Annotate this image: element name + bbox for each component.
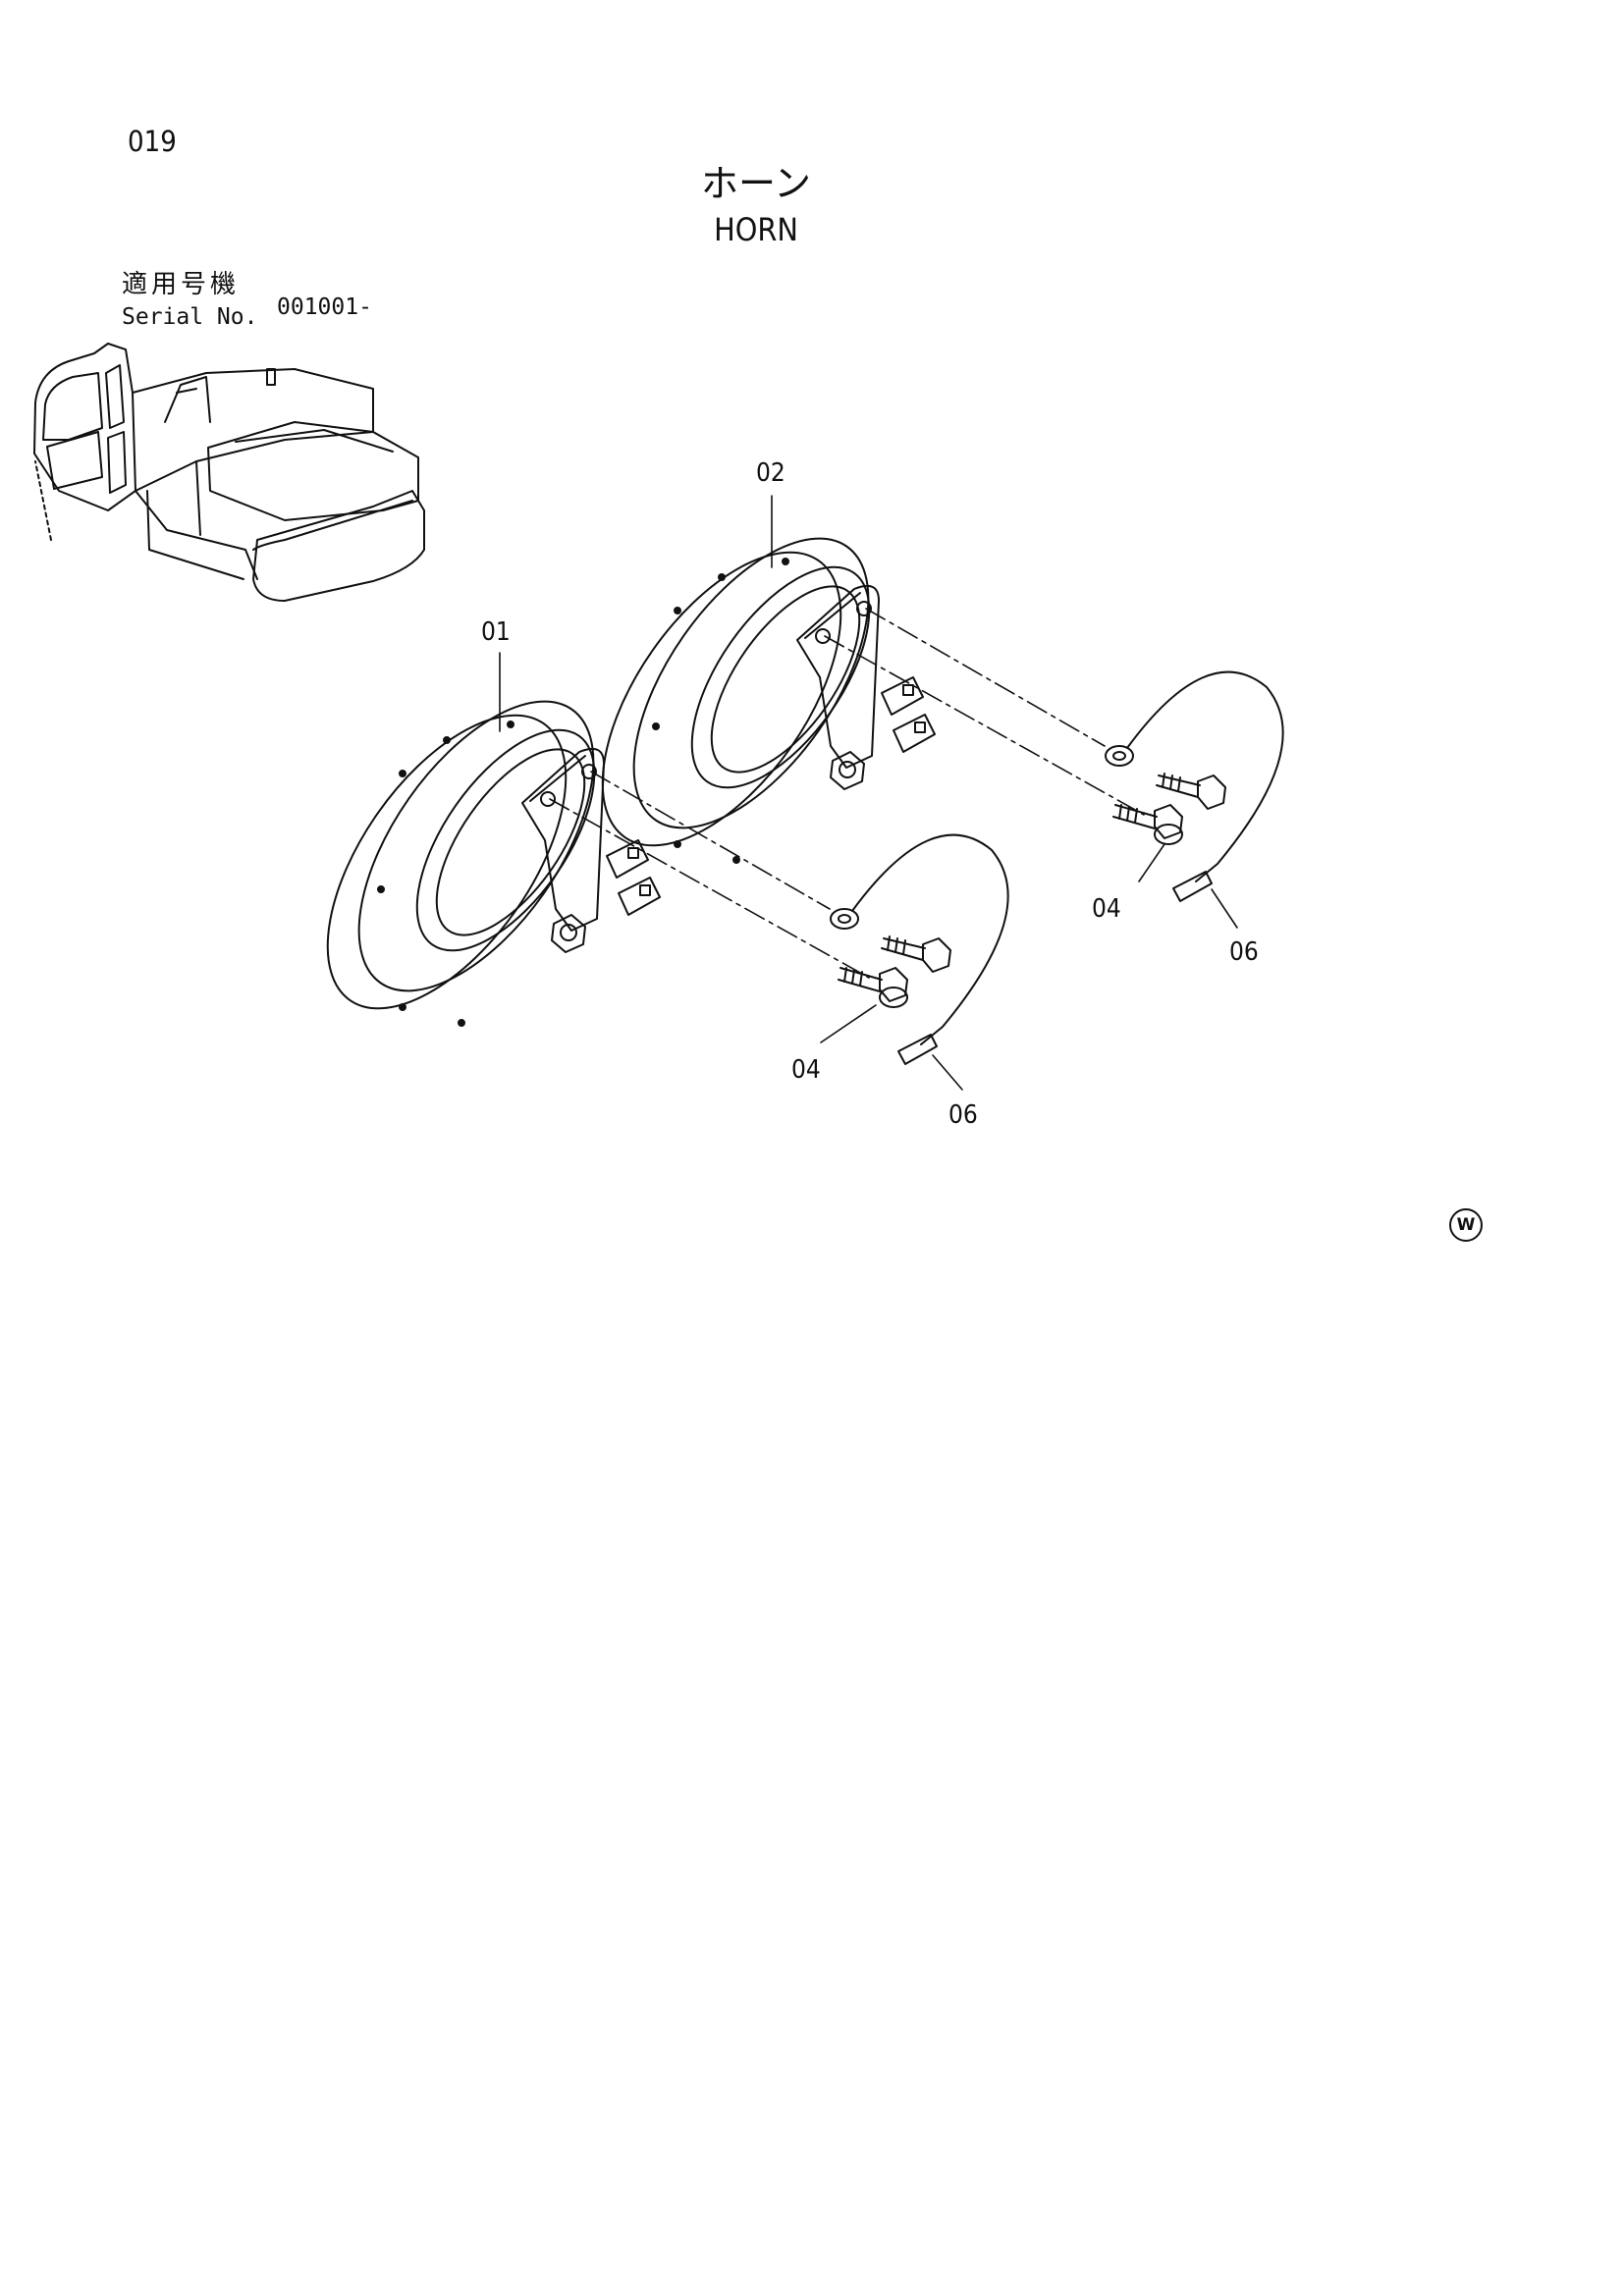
callout-06-upper: 06	[1229, 937, 1259, 967]
callout-01: 01	[481, 617, 511, 647]
callout-02: 02	[756, 458, 785, 488]
fasteners-lower	[830, 833, 1009, 1065]
callout-06-lower: 06	[948, 1100, 978, 1130]
callout-labels: 02 01 04 06 04 06	[481, 458, 1259, 1130]
page-number: 019	[128, 125, 177, 158]
horn-02	[601, 537, 936, 864]
horn-01	[326, 700, 661, 1027]
watermark-w-icon: W	[1449, 1208, 1483, 1242]
callout-04-lower: 04	[791, 1055, 821, 1085]
serial-value: 001001-	[277, 294, 372, 320]
fasteners-upper	[1105, 670, 1284, 902]
assembly-centerlines	[549, 608, 1145, 979]
serial-label-en: Serial No.	[122, 304, 258, 330]
callout-04-upper: 04	[1092, 894, 1121, 924]
serial-label-jp: 適用号機	[122, 270, 241, 299]
machine-thumbnail	[33, 343, 425, 602]
page-title-en: HORN	[714, 211, 798, 248]
page-title-jp: ホーン	[700, 162, 812, 205]
leader-lines	[499, 495, 1238, 1091]
